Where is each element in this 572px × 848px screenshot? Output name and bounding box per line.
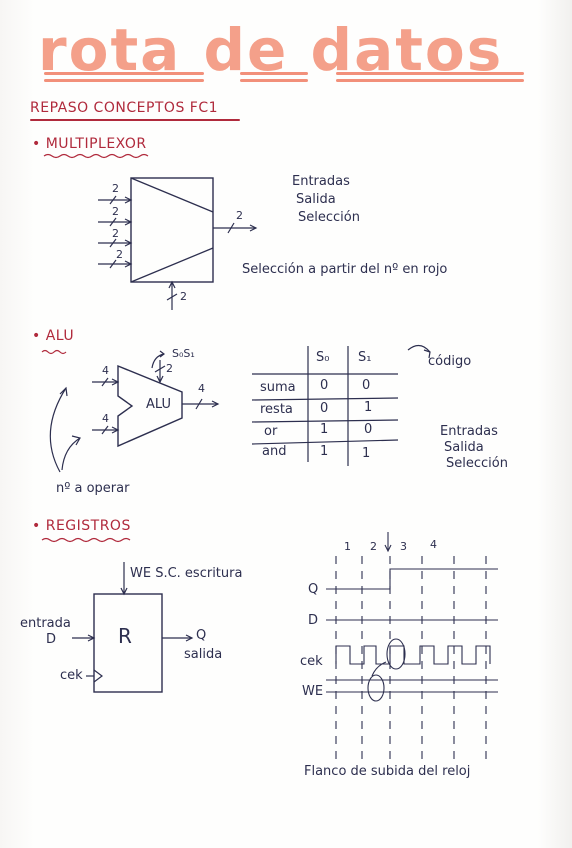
register-we-label: WE S.C. escritura <box>130 566 243 581</box>
alu-control-width: 2 <box>166 362 173 375</box>
registros-wavy-underline <box>41 537 131 543</box>
multiplexor-heading: • MULTIPLEXOR <box>32 136 147 152</box>
alu-legend-seleccion: Selección <box>446 456 508 471</box>
timing-signal-we: WE <box>302 684 324 699</box>
alu-operate-note: nº a operar <box>56 481 130 496</box>
alu-table-s1: 0 <box>364 422 373 437</box>
timing-caption: Flanco de subida del reloj <box>304 764 471 779</box>
alu-heading-text: ALU <box>45 328 75 344</box>
alu-input-b-width: 4 <box>102 412 109 425</box>
title-underline <box>336 79 524 82</box>
timing-signal-q: Q <box>308 582 319 597</box>
multiplexor-wavy-underline <box>43 153 149 159</box>
alu-legend-entradas: Entradas <box>440 424 498 439</box>
alu-input-a-width: 4 <box>102 364 109 377</box>
timing-number: 3 <box>400 540 407 553</box>
title-underline <box>336 72 524 75</box>
mux-legend-entradas: Entradas <box>292 174 350 189</box>
section-subtitle: REPASO CONCEPTOS FC1 <box>30 100 219 116</box>
alu-legend-salida: Salida <box>444 440 484 455</box>
register-d-label: D <box>46 632 57 647</box>
title-underline <box>240 79 308 82</box>
mux-select-width: 2 <box>180 290 187 303</box>
alu-wires <box>49 344 431 473</box>
register-wires <box>72 562 194 683</box>
alu-table-op: or <box>264 424 278 439</box>
mux-trapezoid-bottom <box>130 247 214 283</box>
mux-trapezoid-top <box>130 177 214 213</box>
registros-heading: • REGISTROS <box>32 518 131 534</box>
timing-diagram <box>326 532 498 760</box>
alu-output-width: 4 <box>198 382 205 395</box>
alu-table-header-s0: S₀ <box>316 350 330 365</box>
alu-box-label: ALU <box>146 397 172 412</box>
alu-shape <box>117 364 183 448</box>
timing-number: 2 <box>370 540 377 553</box>
register-clk-label: cek <box>60 668 83 683</box>
alu-table-s1: 1 <box>364 400 373 415</box>
alu-table-s0: 0 <box>320 401 329 416</box>
alu-table-s1: 1 <box>362 446 371 461</box>
register-box <box>93 593 163 693</box>
mux-inputs <box>98 195 258 310</box>
alu-table-grid <box>251 346 399 466</box>
mux-input-width: 2 <box>112 205 119 218</box>
register-box-label: R <box>118 624 132 648</box>
alu-table-op: and <box>262 444 287 459</box>
registros-heading-text: REGISTROS <box>45 518 131 534</box>
mux-input-width: 2 <box>112 227 119 240</box>
register-entrada-label: entrada <box>20 616 71 631</box>
alu-table-header-s1: S₁ <box>358 350 372 365</box>
timing-signal-clk: cek <box>300 654 323 669</box>
alu-table-s0: 1 <box>320 422 329 437</box>
timing-number: 4 <box>430 538 437 551</box>
mux-output-width: 2 <box>236 209 243 222</box>
register-salida-label: salida <box>184 647 223 662</box>
multiplexor-heading-text: MULTIPLEXOR <box>45 136 147 152</box>
timing-signal-d: D <box>308 613 319 628</box>
mux-input-width: 2 <box>112 182 119 195</box>
title-underline <box>44 79 204 82</box>
mux-box <box>130 177 214 283</box>
alu-heading: • ALU <box>32 328 75 344</box>
alu-table-s1: 0 <box>362 378 371 393</box>
register-q-label: Q <box>196 628 207 643</box>
alu-wavy-underline <box>41 349 67 355</box>
mux-input-width: 2 <box>116 248 123 261</box>
mux-note: Selección a partir del nº en rojo <box>242 262 448 277</box>
alu-code-note: código <box>428 354 472 369</box>
title-underline <box>240 72 308 75</box>
alu-table-s0: 0 <box>320 378 329 393</box>
subtitle-underline <box>30 119 240 121</box>
mux-legend-salida: Salida <box>296 192 336 207</box>
alu-table-op: suma <box>260 380 296 395</box>
mux-legend-seleccion: Selección <box>298 210 360 225</box>
alu-control-label: S₀S₁ <box>172 347 195 360</box>
title-underline <box>44 72 204 75</box>
alu-table-s0: 1 <box>320 444 329 459</box>
alu-table-op: resta <box>260 402 293 417</box>
timing-number: 1 <box>344 540 351 553</box>
